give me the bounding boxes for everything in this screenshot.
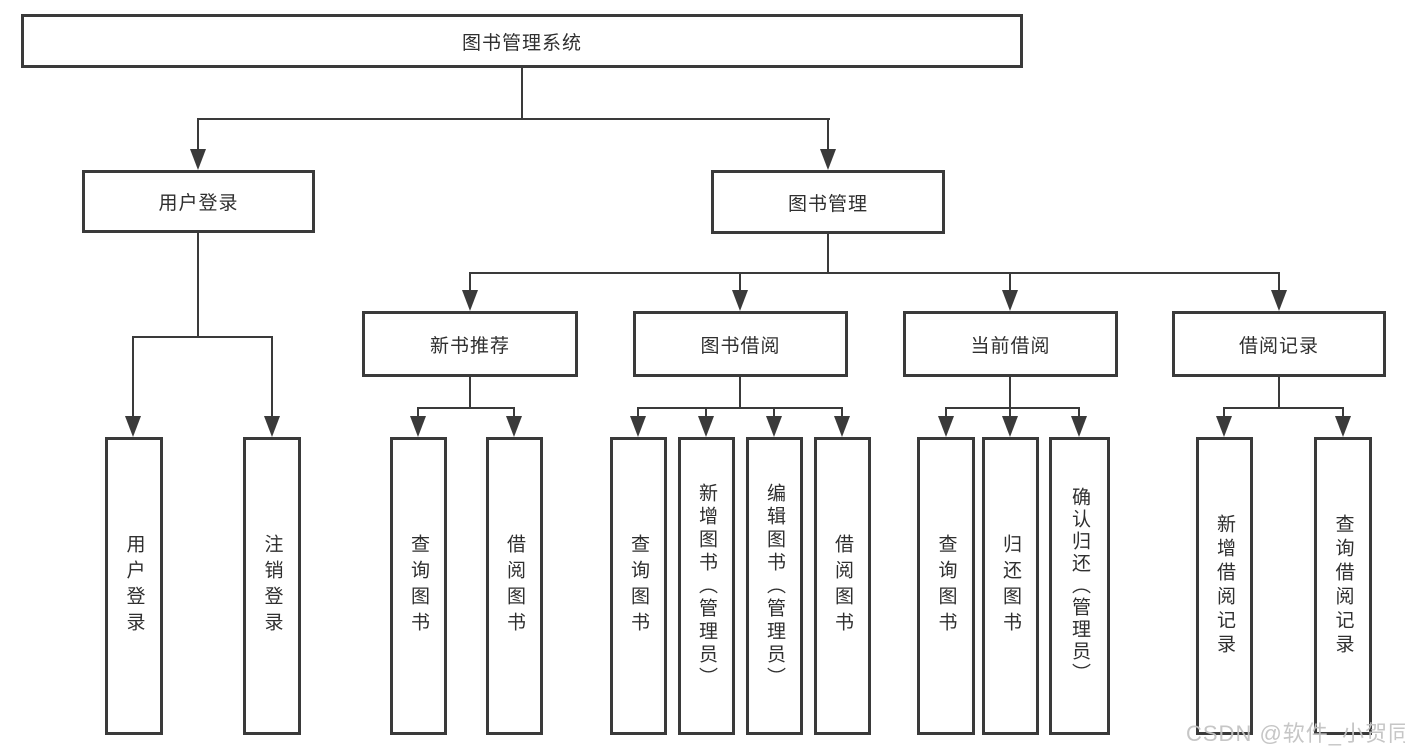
node-leaf-query-books-1-label: 查询图书 — [408, 534, 429, 638]
arrow-down-icon — [834, 416, 850, 437]
node-leaf-edit-books-admin-label: 编辑图书（管理员） — [764, 482, 785, 690]
arrow-down-icon — [1216, 416, 1232, 437]
connector-line — [637, 407, 843, 409]
node-leaf-query-books-1: 查询图书 — [390, 437, 447, 735]
connector-line — [469, 272, 471, 293]
node-leaf-confirm-return-admin-label: 确认归还（管理员） — [1069, 487, 1090, 685]
node-book-borrowing: 图书借阅 — [633, 311, 848, 377]
node-new-book-recommend-label: 新书推荐 — [429, 335, 510, 357]
connector-line — [1278, 272, 1280, 293]
arrow-down-icon — [410, 416, 426, 437]
node-leaf-borrow-books-2-label: 借阅图书 — [832, 534, 853, 638]
node-leaf-add-books-admin-label: 新增图书（管理员） — [696, 482, 717, 690]
connector-line — [1078, 407, 1080, 419]
connector-line — [417, 407, 515, 409]
connector-line — [132, 336, 134, 419]
arrow-down-icon — [698, 416, 714, 437]
node-leaf-query-books-3: 查询图书 — [917, 437, 975, 735]
node-leaf-confirm-return-admin: 确认归还（管理员） — [1049, 437, 1110, 735]
arrow-down-icon — [125, 416, 141, 437]
csdn-watermark: CSDN @软件_小贺同学 — [1186, 721, 1405, 746]
node-root: 图书管理系统 — [21, 14, 1023, 68]
node-leaf-add-borrow-record: 新增借阅记录 — [1196, 437, 1253, 735]
node-leaf-query-borrow-record: 查询借阅记录 — [1314, 437, 1372, 735]
arrow-down-icon — [630, 416, 646, 437]
node-leaf-borrow-books-1-label: 借阅图书 — [504, 534, 525, 638]
connector-line — [1223, 407, 1225, 419]
connector-line — [739, 377, 741, 407]
connector-line — [945, 407, 947, 419]
connector-line — [1342, 407, 1344, 419]
node-leaf-logout: 注销登录 — [243, 437, 301, 735]
arrow-down-icon — [190, 149, 206, 170]
node-leaf-user-login: 用户登录 — [105, 437, 163, 735]
arrow-down-icon — [1002, 290, 1018, 311]
node-leaf-borrow-books-1: 借阅图书 — [486, 437, 543, 735]
connector-line — [417, 407, 419, 419]
node-current-borrowing: 当前借阅 — [903, 311, 1118, 377]
node-leaf-edit-books-admin: 编辑图书（管理员） — [746, 437, 803, 735]
node-leaf-query-books-3-label: 查询图书 — [935, 534, 957, 638]
connector-line — [521, 68, 523, 118]
connector-line — [469, 377, 471, 407]
connector-line — [1009, 407, 1011, 419]
connector-line — [827, 234, 829, 272]
arrow-down-icon — [732, 290, 748, 311]
node-leaf-add-books-admin: 新增图书（管理员） — [678, 437, 735, 735]
arrow-down-icon — [820, 149, 836, 170]
node-book-management-label: 图书管理 — [787, 193, 868, 215]
connector-line — [739, 272, 741, 293]
connector-line — [637, 407, 639, 419]
node-book-management: 图书管理 — [711, 170, 945, 234]
arrow-down-icon — [506, 416, 522, 437]
connector-line — [841, 407, 843, 419]
connector-line — [513, 407, 515, 419]
node-borrowing-records: 借阅记录 — [1172, 311, 1386, 377]
connector-line — [1009, 377, 1011, 407]
node-new-book-recommend: 新书推荐 — [362, 311, 578, 377]
arrow-down-icon — [1335, 416, 1351, 437]
node-root-label: 图书管理系统 — [461, 32, 582, 54]
node-user-login-label: 用户登录 — [158, 193, 239, 214]
connector-line — [1009, 272, 1011, 293]
connector-line — [197, 118, 199, 152]
node-leaf-logout-label: 注销登录 — [261, 534, 283, 638]
node-book-borrowing-label: 图书借阅 — [700, 335, 781, 357]
node-leaf-query-borrow-record-label: 查询借阅记录 — [1332, 514, 1354, 658]
connector-line — [945, 407, 1080, 409]
arrow-down-icon — [766, 416, 782, 437]
node-leaf-add-borrow-record-label: 新增借阅记录 — [1214, 514, 1235, 658]
connector-line — [705, 407, 707, 419]
connector-line — [1278, 377, 1280, 407]
arrow-down-icon — [938, 416, 954, 437]
node-leaf-return-books: 归还图书 — [982, 437, 1039, 735]
connector-line — [271, 336, 273, 419]
arrow-down-icon — [264, 416, 280, 437]
node-leaf-query-books-2: 查询图书 — [610, 437, 667, 735]
connector-line — [197, 233, 199, 336]
node-leaf-user-login-label: 用户登录 — [123, 534, 145, 638]
node-current-borrowing-label: 当前借阅 — [970, 335, 1051, 357]
arrow-down-icon — [462, 290, 478, 311]
connector-line — [132, 336, 273, 338]
connector-line — [827, 118, 829, 152]
connector-line — [1223, 407, 1344, 409]
connector-line — [469, 272, 1280, 274]
node-leaf-query-books-2-label: 查询图书 — [628, 534, 649, 638]
arrow-down-icon — [1271, 290, 1287, 311]
node-borrowing-records-label: 借阅记录 — [1238, 335, 1319, 357]
node-leaf-borrow-books-2: 借阅图书 — [814, 437, 871, 735]
arrow-down-icon — [1002, 416, 1018, 437]
node-leaf-return-books-label: 归还图书 — [1000, 534, 1021, 638]
connector-line — [773, 407, 775, 419]
arrow-down-icon — [1071, 416, 1087, 437]
connector-line — [197, 118, 830, 120]
node-user-login: 用户登录 — [82, 170, 315, 233]
